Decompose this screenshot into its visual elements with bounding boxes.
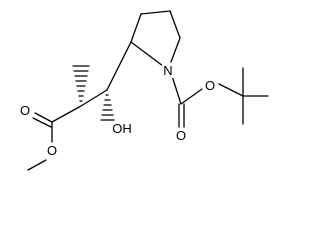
bond-ring-c2-to-carbinol-carbon bbox=[106, 41, 132, 91]
nitrogen-atom-label: N bbox=[163, 63, 172, 78]
ring-bond-c3-c4 bbox=[140, 10, 171, 15]
ring-bond-c2-c3 bbox=[130, 13, 142, 43]
bond-n-carbonyl-carbon bbox=[171, 75, 182, 105]
ring-bond-n-c2 bbox=[130, 41, 164, 67]
stereo-bond-layer bbox=[72, 65, 115, 121]
ester-ether-oxygen-label: O bbox=[47, 143, 57, 158]
hydroxyl-group-label: OH bbox=[112, 121, 132, 136]
bond-layer bbox=[27, 10, 269, 171]
ring-bond-c5-n bbox=[170, 37, 181, 63]
hashed-wedge-carbinol-hydroxyl bbox=[100, 94, 115, 121]
bond-methoxy-oxygen-to-methyl bbox=[27, 159, 47, 171]
carbamate-carbonyl-oxygen-label: O bbox=[176, 128, 186, 143]
bond-ether-oxygen-tert-carbon bbox=[218, 83, 244, 97]
chemical-structure-diagram: N O O OH O O bbox=[18, 10, 269, 171]
bond-carbonyl-carbon-ether-oxygen bbox=[180, 88, 203, 105]
carbamate-ether-oxygen-label: O bbox=[205, 78, 215, 93]
ester-c-o-double-bond-1 bbox=[34, 112, 53, 123]
ester-c-o-double-bond-2 bbox=[32, 117, 52, 128]
hashed-wedge-alpha-methyl bbox=[72, 65, 90, 102]
bond-alpha-to-ester-carbon bbox=[51, 105, 82, 123]
bond-carbinol-to-alpha-carbon bbox=[80, 89, 108, 107]
ester-carbonyl-oxygen-label: O bbox=[20, 103, 30, 118]
atom-label-layer: N O O OH O O bbox=[18, 63, 217, 158]
ring-bond-c4-c5 bbox=[169, 10, 181, 39]
